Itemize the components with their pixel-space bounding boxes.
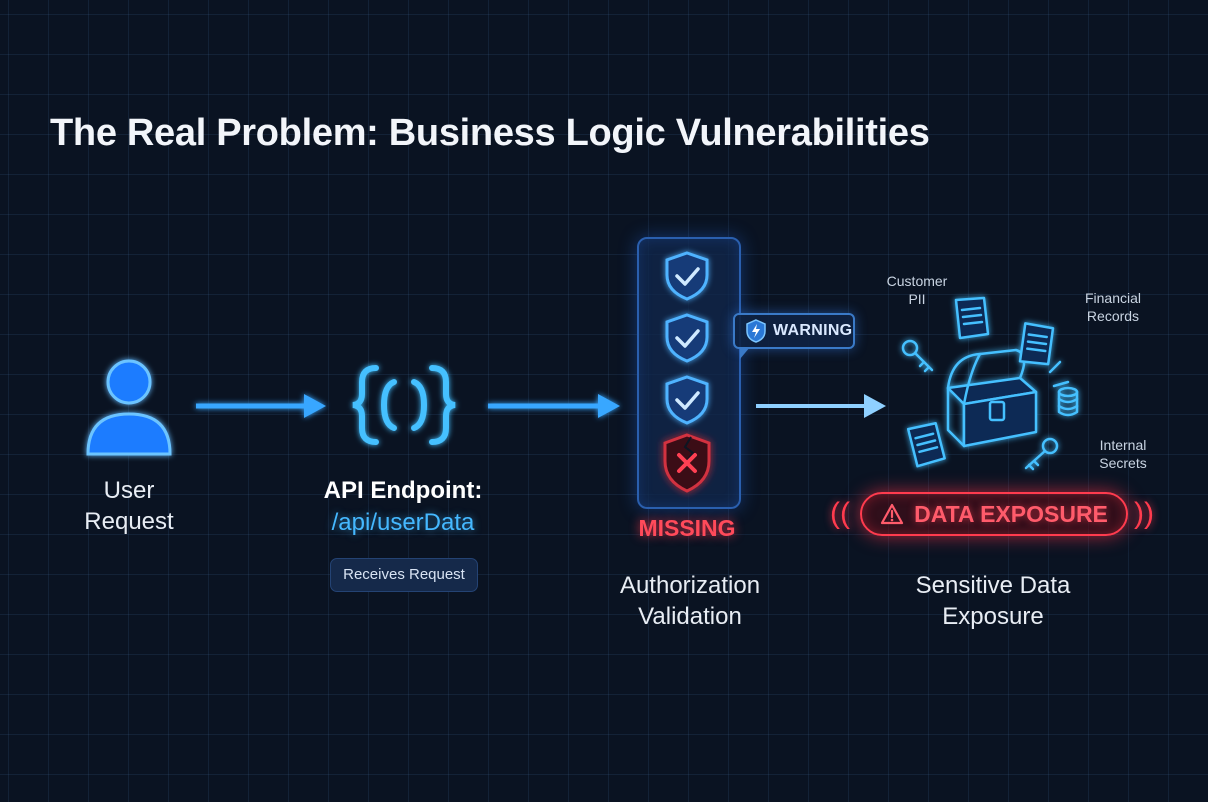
shield-check-icon xyxy=(665,313,709,363)
api-endpoint-label: API Endpoint: /api/userData xyxy=(300,475,506,539)
data-label-line1: Sensitive Data xyxy=(915,572,1071,599)
lightning-shield-icon xyxy=(746,319,766,343)
warning-label: WARNING xyxy=(773,322,853,339)
missing-status: MISSING xyxy=(638,515,736,541)
customer-pii-line2: PII xyxy=(908,291,926,307)
left-ripple-icon: (( xyxy=(830,497,850,530)
receives-request-badge: Receives Request xyxy=(330,558,478,592)
secrets-line2: Secrets xyxy=(1099,455,1147,471)
warning-bubble: WARNING xyxy=(733,313,855,349)
document-icon xyxy=(906,422,946,468)
document-icon xyxy=(1018,322,1055,366)
shield-check-icon xyxy=(665,251,709,301)
financial-line2: Records xyxy=(1086,308,1140,324)
right-ripple-icon: )) xyxy=(1134,497,1154,530)
user-label-line1: User xyxy=(103,477,155,504)
auth-label-line2: Validation xyxy=(638,603,742,630)
broken-shield-icon xyxy=(663,433,711,493)
page-title: The Real Problem: Business Logic Vulnera… xyxy=(50,112,930,154)
data-label-line2: Exposure xyxy=(942,603,1044,630)
customer-pii-label: Customer PII xyxy=(872,272,962,308)
internal-secrets-label: Internal Secrets xyxy=(1080,436,1166,472)
warning-triangle-icon xyxy=(880,503,904,525)
arrow-user-to-api xyxy=(196,394,326,418)
coins-icon xyxy=(1057,386,1079,417)
shield-stack xyxy=(663,251,711,493)
curly-braces-icon xyxy=(352,365,456,445)
sensitive-data-exposure-label: Sensitive Data Exposure xyxy=(880,570,1106,632)
financial-records-label: Financial Records xyxy=(1066,289,1160,325)
customer-pii-line1: Customer xyxy=(886,273,948,289)
authorization-validation-label: Authorization Validation xyxy=(590,570,790,632)
shield-check-icon xyxy=(665,375,709,425)
user-label-line2: Request xyxy=(84,508,174,535)
user-icon xyxy=(86,359,172,456)
arrow-auth-to-data xyxy=(748,394,886,418)
api-endpoint-title: API Endpoint: xyxy=(323,477,483,504)
secrets-line1: Internal xyxy=(1099,437,1147,453)
financial-line1: Financial xyxy=(1084,290,1142,306)
key-icon xyxy=(901,339,934,373)
sensitive-assets-illustration xyxy=(901,296,1079,471)
warning-bubble-tail xyxy=(740,347,750,359)
data-exposure-label: DATA EXPOSURE xyxy=(914,500,1108,527)
auth-label-line1: Authorization xyxy=(619,572,761,599)
data-exposure-badge: DATA EXPOSURE xyxy=(860,492,1128,536)
api-endpoint-path: /api/userData xyxy=(331,509,475,536)
arrow-api-to-auth xyxy=(488,394,620,418)
document-icon xyxy=(954,296,990,340)
treasure-chest-icon xyxy=(946,346,1070,448)
user-request-label: User Request xyxy=(68,475,190,537)
key-icon xyxy=(1024,437,1059,471)
